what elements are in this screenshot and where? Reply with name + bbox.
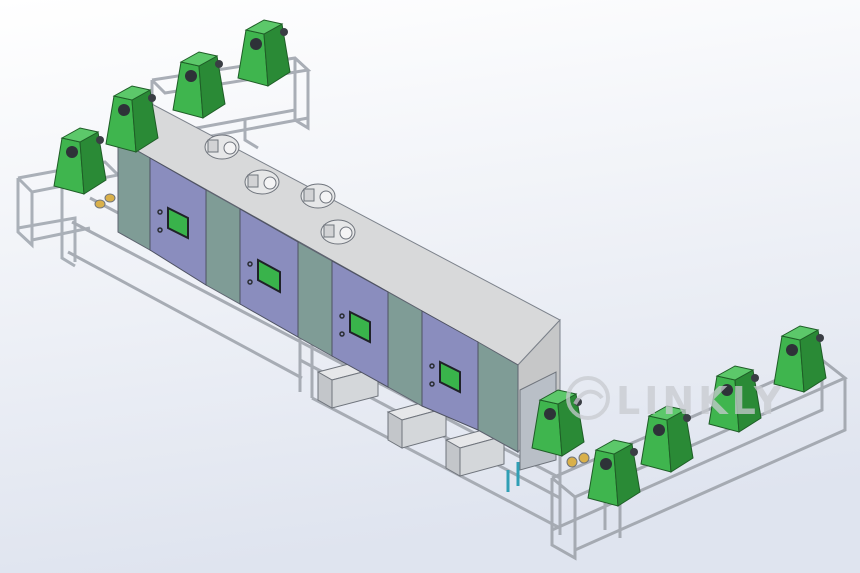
teal-panel-2 <box>205 189 241 305</box>
linkly-watermark-logo: LINKLY <box>566 376 785 423</box>
main-housing <box>117 102 561 454</box>
motor-7 <box>640 405 694 473</box>
door-window-3 <box>349 310 371 344</box>
motor-1 <box>237 19 291 87</box>
motor-2 <box>172 51 226 119</box>
wash-tank-2 <box>386 399 448 449</box>
teal-panel-3 <box>297 241 333 357</box>
motor-4 <box>53 127 107 195</box>
motor-8 <box>587 439 641 507</box>
teal-panel-1 <box>117 139 151 251</box>
top-fan-1 <box>204 134 240 160</box>
top-fan-4 <box>320 219 356 245</box>
top-fan-2 <box>244 169 280 195</box>
top-fan-3 <box>300 183 336 209</box>
teal-panel-4 <box>387 291 423 407</box>
entry-rollers <box>94 193 116 209</box>
watermark-text: LINKLY <box>616 379 785 423</box>
door-window-4 <box>439 360 461 394</box>
motor-6 <box>708 365 762 433</box>
motor-5 <box>773 325 827 393</box>
door-window-2 <box>257 258 281 294</box>
door-window-1 <box>167 206 189 240</box>
motor-3 <box>105 85 159 153</box>
left-lower-frame <box>16 160 122 268</box>
